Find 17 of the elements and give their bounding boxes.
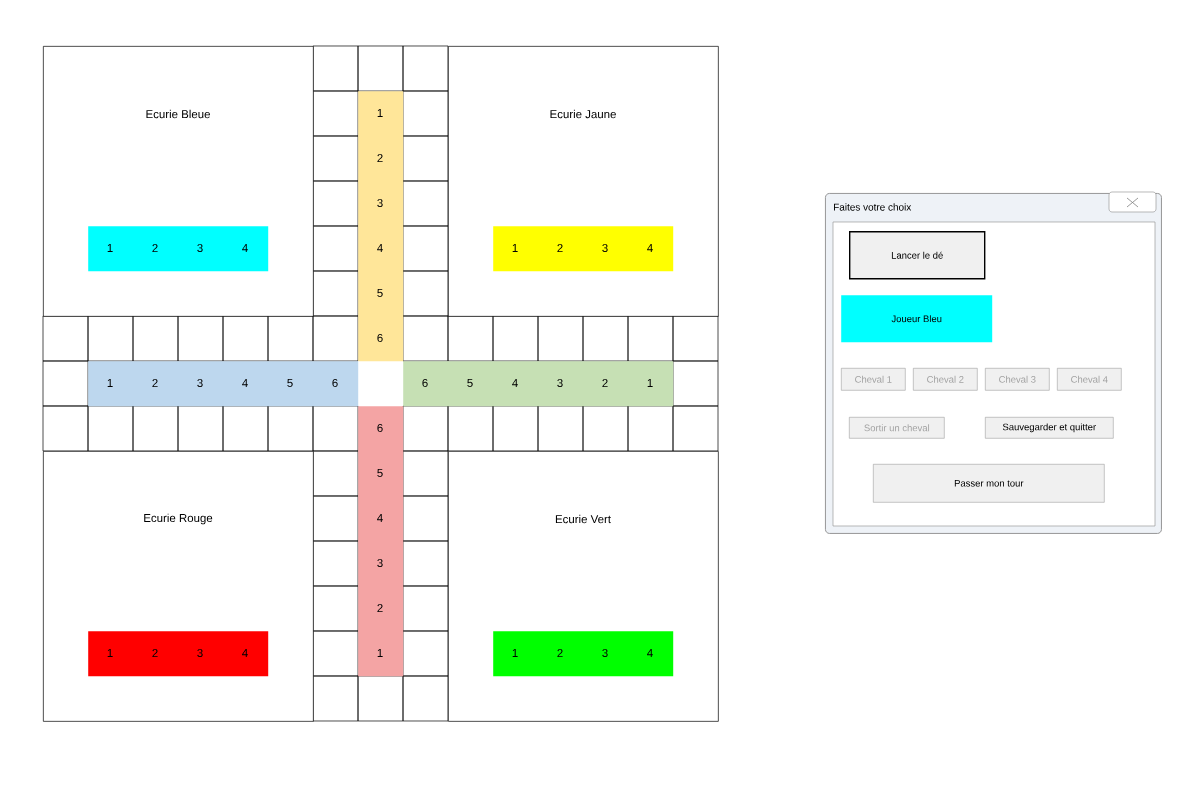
token-bar: 1 2 3 4 [493,631,674,677]
token-bar: 1 2 3 4 [88,631,269,677]
token-bar: 1 2 3 4 [493,226,674,272]
home-row: 6 5 4 3 2 1 [403,361,674,407]
disabled-button: Sortir un cheval [849,417,945,439]
disabled-button: Cheval 1 [841,368,906,391]
button: Sauvegarder et quitter [985,417,1114,439]
token-bar: 1 2 3 4 [88,226,269,272]
player-label: Joueur Bleu [841,295,993,343]
disabled-button: Cheval 2 [913,368,978,391]
home-row: 1 2 3 4 5 6 [88,361,359,407]
home-column: 6 5 4 3 2 1 [358,406,404,677]
name-button: Lancer le dé [849,231,986,280]
home-column: 1 2 3 4 5 6 [358,91,404,362]
disabled-button: Cheval 3 [985,368,1050,391]
disabled-button: Cheval 4 [1057,368,1122,391]
button: Passer mon tour [873,464,1105,503]
